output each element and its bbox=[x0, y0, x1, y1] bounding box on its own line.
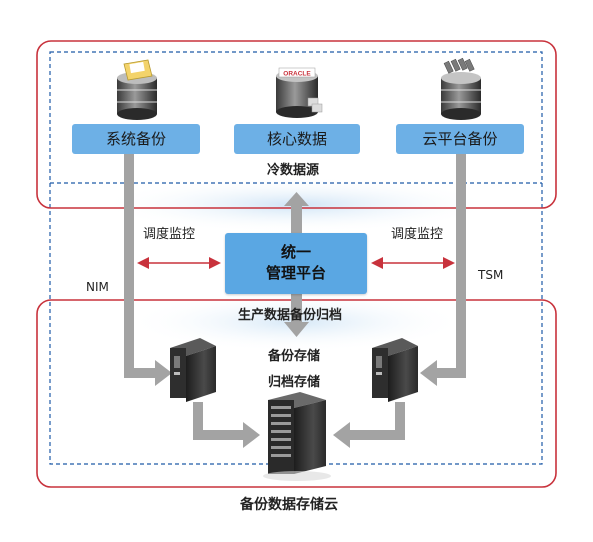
cloud-platform-backup-button[interactable]: 云平台备份 bbox=[396, 124, 524, 154]
monitor-left-label: 调度监控 bbox=[143, 227, 196, 242]
backup-storage-label: 备份存储 bbox=[268, 349, 321, 364]
oracle-database-icon: ORACLE bbox=[276, 67, 323, 118]
center-line2: 管理平台 bbox=[265, 264, 326, 282]
archive-process-label: 生产数据备份归档 bbox=[238, 308, 343, 323]
monitor-right-label: 调度监控 bbox=[391, 227, 444, 242]
unified-management-platform[interactable]: 统一 管理平台 bbox=[225, 233, 367, 294]
core-data-button[interactable]: 核心数据 bbox=[234, 124, 360, 154]
tsm-label: TSM bbox=[478, 268, 504, 282]
backup-cloud-label: 备份数据存储云 bbox=[240, 497, 338, 513]
backup-server-left-icon bbox=[170, 338, 216, 402]
database-folder-icon bbox=[117, 59, 157, 120]
backup-server-right-icon bbox=[372, 338, 418, 402]
gray-flow-arrows bbox=[124, 152, 466, 448]
archive-rack-icon bbox=[263, 392, 331, 481]
system-backup-button[interactable]: 系统备份 bbox=[72, 124, 200, 154]
archive-storage-label: 归档存储 bbox=[268, 375, 321, 390]
center-line1: 统一 bbox=[280, 243, 311, 261]
cloud-database-icon bbox=[441, 57, 481, 120]
svg-text:ORACLE: ORACLE bbox=[283, 71, 311, 78]
cold-data-label: 冷数据源 bbox=[267, 163, 320, 178]
nim-label: NIM bbox=[86, 280, 109, 294]
